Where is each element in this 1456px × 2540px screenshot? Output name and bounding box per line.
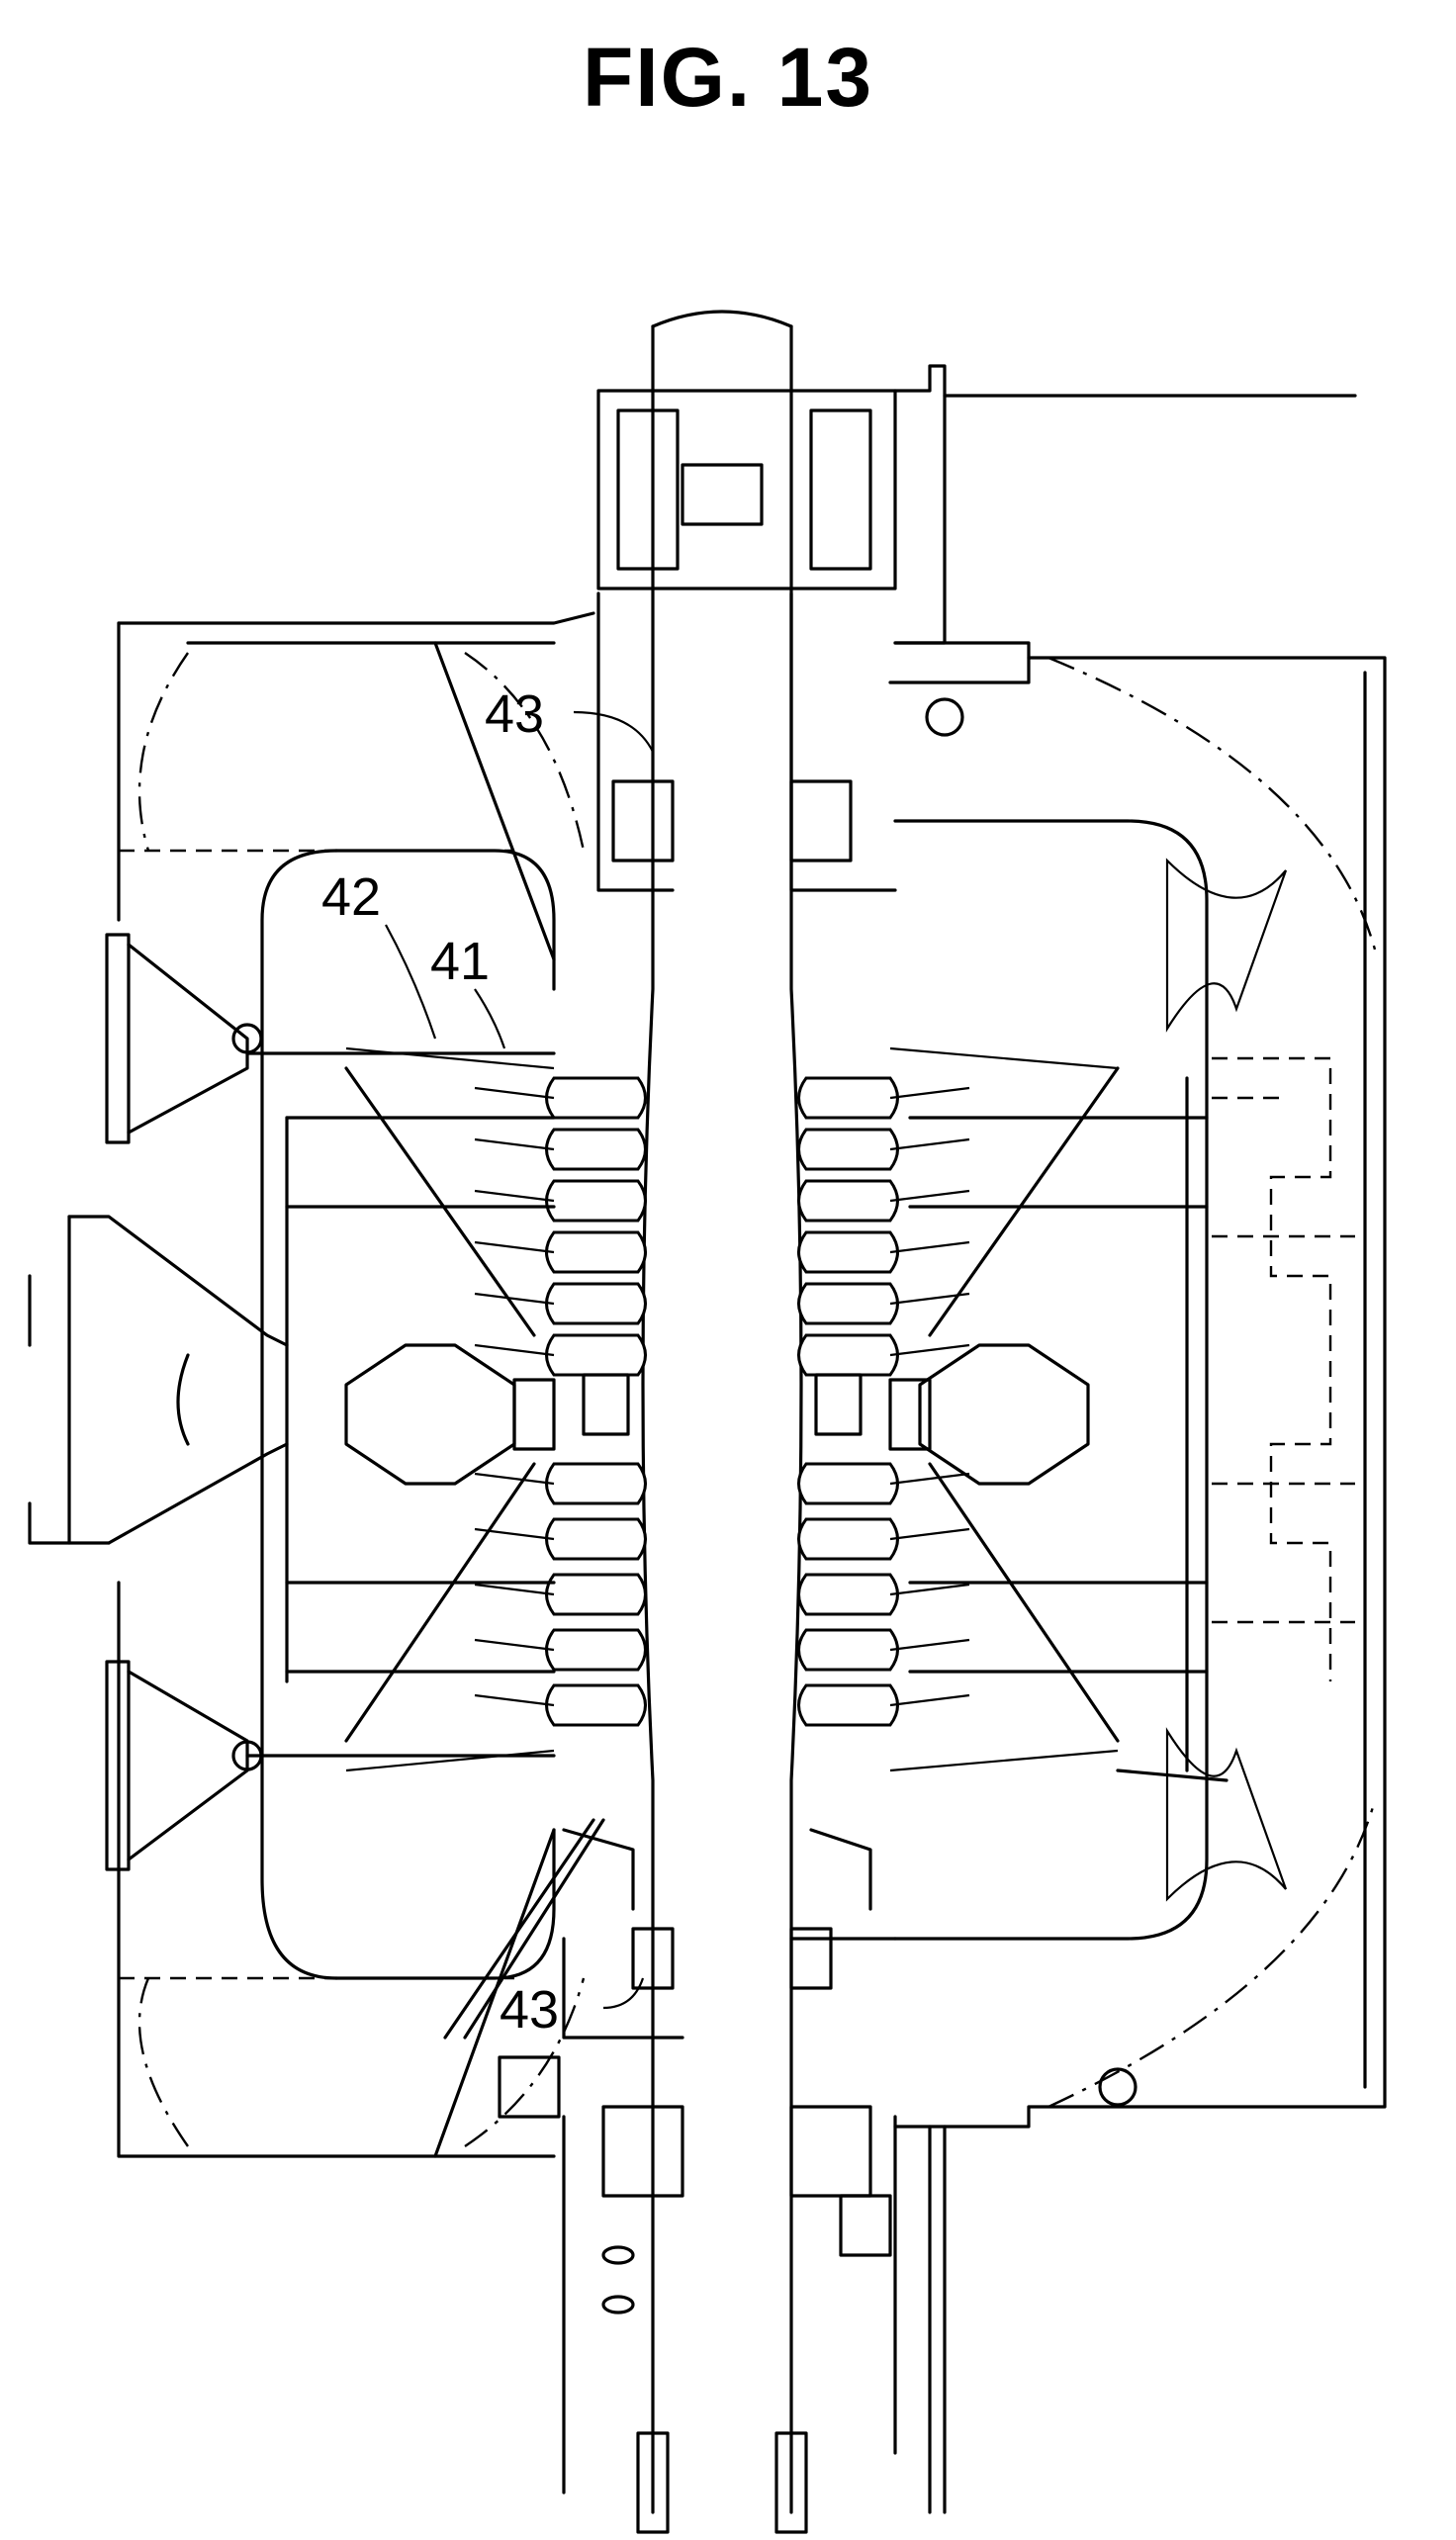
turbine-blade [797, 1333, 899, 1377]
turbine-blade [545, 1282, 647, 1325]
nozzle-vane [889, 1137, 970, 1151]
central-inlet-hub [344, 1343, 1090, 1486]
nozzle-vane [474, 1693, 555, 1707]
nozzle-vane [474, 1583, 555, 1596]
upper-bearing-housing [596, 364, 1357, 892]
nozzle-vane [889, 1189, 970, 1203]
nozzle-vane [889, 1086, 970, 1100]
nozzle-vane [889, 1472, 970, 1486]
turbine-blade [545, 1462, 647, 1505]
lower-bearing-housing [498, 1828, 897, 2534]
turbine-blade [545, 1573, 647, 1616]
left-diaphragm-lines [285, 1046, 556, 1772]
right-upper-blade-rows [797, 1076, 970, 1377]
turbine-blade [797, 1282, 899, 1325]
turbine-blade [797, 1076, 899, 1120]
turbine-blade [545, 1179, 647, 1223]
right-casing [888, 641, 1387, 2514]
nozzle-vane [474, 1638, 555, 1652]
turbine-blade [797, 1179, 899, 1223]
nozzle-vane [474, 1137, 555, 1151]
nozzle-vane [889, 1343, 970, 1357]
turbine-blade [545, 1517, 647, 1561]
left-lower-flange [105, 1660, 556, 1871]
leader-lines [385, 710, 654, 2010]
turbine-blade [797, 1573, 899, 1616]
nozzle-vane [474, 1292, 555, 1306]
nozzle-vane [474, 1240, 555, 1254]
turbine-blade [797, 1128, 899, 1171]
nozzle-vane [889, 1583, 970, 1596]
left-upper-blade-rows [474, 1076, 647, 1377]
right-lower-blade-rows [797, 1462, 970, 1727]
turbine-blade [797, 1683, 899, 1727]
left-casing [117, 611, 605, 2158]
turbine-blade [797, 1628, 899, 1672]
turbine-blade [797, 1517, 899, 1561]
turbine-blade [545, 1628, 647, 1672]
label-43-upper: 43 [485, 684, 544, 744]
nozzle-vane [474, 1343, 555, 1357]
nozzle-vane [889, 1693, 970, 1707]
nozzle-vane [889, 1240, 970, 1254]
left-center-spool [28, 1215, 289, 1545]
nozzle-vane [474, 1086, 555, 1100]
left-lower-blade-rows [474, 1462, 647, 1727]
right-diaphragm-lines [889, 1046, 1228, 1782]
turbine-blade [545, 1076, 647, 1120]
turbine-blade [797, 1230, 899, 1274]
label-41: 41 [430, 932, 490, 991]
rotor-shaft [641, 310, 803, 2514]
nozzle-vane [889, 1638, 970, 1652]
turbine-blade [545, 1333, 647, 1377]
nozzle-vane [474, 1189, 555, 1203]
nozzle-vane [474, 1472, 555, 1486]
turbine-blade [545, 1128, 647, 1171]
nozzle-vane [889, 1527, 970, 1541]
label-43-lower: 43 [500, 1980, 559, 2040]
turbine-blade [545, 1230, 647, 1274]
figure-title: FIG. 13 [582, 31, 874, 124]
turbine-blade [545, 1683, 647, 1727]
label-42: 42 [321, 867, 381, 927]
turbine-blade [797, 1462, 899, 1505]
